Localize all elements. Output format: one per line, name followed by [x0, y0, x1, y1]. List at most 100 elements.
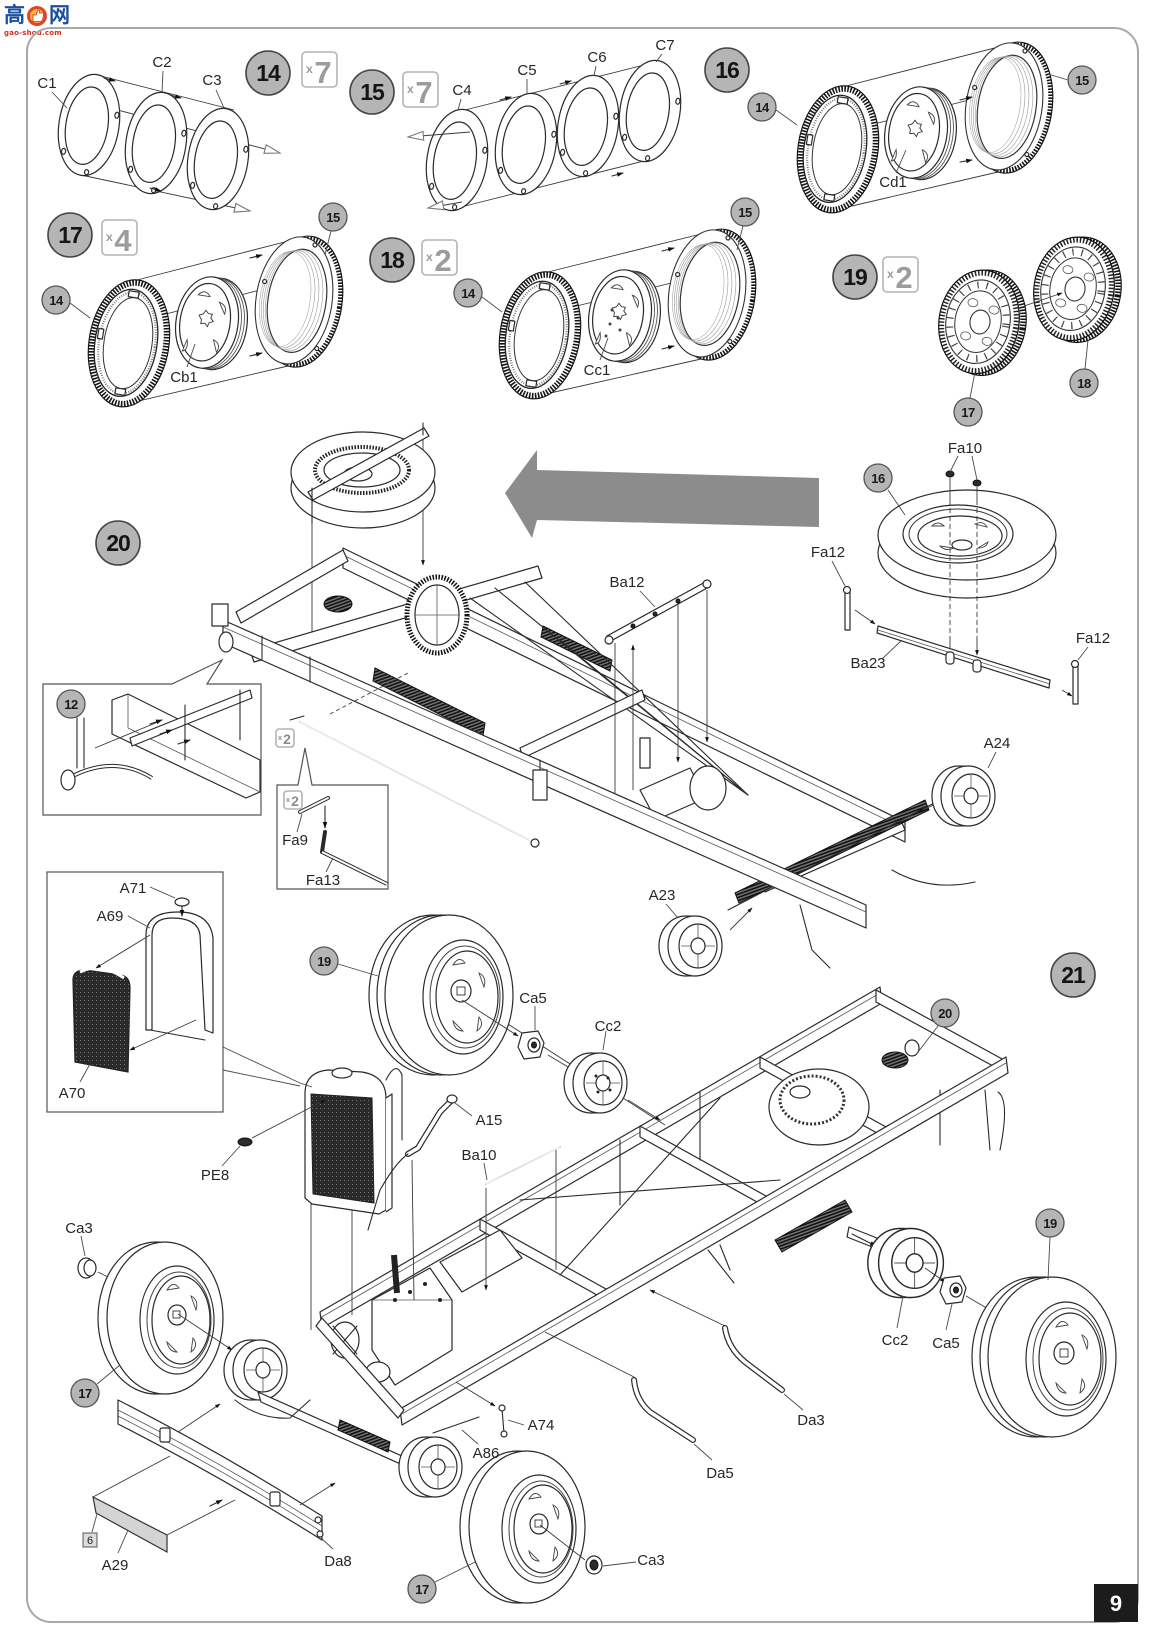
callout-14: 14: [453, 278, 483, 308]
subassembly-18: [1026, 230, 1129, 348]
subassembly-17: [459, 1450, 586, 1604]
part-label-a86: A86: [473, 1445, 500, 1462]
part-label-fa12: Fa12: [811, 544, 845, 561]
svg-text:19: 19: [317, 954, 331, 969]
bolt-fa10: [945, 470, 982, 659]
step-badge-16: 16: [704, 47, 750, 93]
watermark-char-right: 网: [49, 3, 70, 27]
subassembly-14: [788, 80, 887, 219]
step-15-diagram: C4 C5 C6 C7: [408, 37, 689, 216]
step-number: 20: [106, 530, 130, 556]
watermark-logo: 高 网 gao-shou.com: [4, 2, 74, 40]
part-a23: [658, 915, 723, 977]
callout-19: 19: [1035, 1208, 1065, 1238]
part-label-da3: Da3: [797, 1412, 825, 1429]
part-c4: [418, 104, 496, 216]
bolt-fa12: [842, 585, 1080, 705]
part-cb1: [168, 271, 255, 375]
part-label-cd1: Cd1: [879, 174, 907, 191]
bolt-hole-pattern: [604, 308, 622, 338]
svg-text:x: x: [278, 735, 282, 742]
leaf-spring: [540, 625, 613, 672]
watermark-url: gao-shou.com: [4, 29, 62, 37]
part-cc2: [867, 1227, 945, 1299]
leaf-spring: [337, 1419, 391, 1453]
part-label-fa10: Fa10: [948, 440, 982, 457]
svg-text:15: 15: [738, 205, 752, 220]
part-pe8: [237, 1137, 253, 1147]
part-label-da8: Da8: [324, 1553, 352, 1570]
subassembly-19: [368, 914, 514, 1076]
step-20-diagram: 12 x 2 x 2 Fa10 Fa12 Fa12 Ba23 Ba12 A24 …: [42, 422, 1110, 977]
part-label-ca3: Ca3: [637, 1552, 665, 1569]
step-badge-18: 18: [369, 237, 415, 283]
part-a70: [72, 969, 131, 1073]
part-label-c5: C5: [517, 62, 536, 79]
callout-15: 15: [730, 197, 760, 227]
part-label-fa12: Fa12: [1076, 630, 1110, 647]
part-label-a70: A70: [59, 1085, 86, 1102]
part-label-c3: C3: [202, 72, 221, 89]
svg-text:2: 2: [283, 731, 291, 747]
part-label-a69: A69: [97, 908, 124, 925]
subassembly-15: [246, 229, 352, 373]
part-da8: [117, 1399, 324, 1541]
svg-text:x: x: [407, 82, 414, 96]
part-c1: [50, 69, 128, 181]
part-label-a71: A71: [120, 880, 147, 897]
quantity-badge-14: x 7: [301, 51, 338, 90]
part-label-c2: C2: [152, 54, 171, 71]
step-21-diagram: A71 A69 A70: [46, 871, 1117, 1604]
svg-text:x: x: [286, 797, 290, 804]
leaf-spring: [734, 799, 930, 904]
part-label-ba23: Ba23: [850, 655, 885, 672]
step-16-diagram: 14 15 Cd1: [747, 35, 1097, 219]
step-number: 18: [380, 247, 405, 273]
part-label-c4: C4: [452, 82, 471, 99]
callout-17: 17: [953, 397, 983, 427]
svg-text:19: 19: [1043, 1216, 1057, 1231]
detail-inset-tie-rod: x 2: [276, 747, 389, 890]
step-number: 16: [715, 57, 739, 83]
step-number: 14: [256, 60, 281, 86]
part-c7: [611, 55, 689, 167]
part-a86: [432, 1416, 480, 1434]
large-direction-arrow: [505, 450, 819, 538]
svg-text:17: 17: [961, 405, 975, 420]
step-number: 15: [360, 79, 385, 105]
chassis-frame: [315, 986, 1009, 1426]
part-a15: [367, 1094, 458, 1301]
step-badge-21: 21: [1050, 952, 1096, 998]
step-number: 17: [58, 222, 82, 248]
callout-19: 19: [309, 946, 339, 976]
leaf-spring: [774, 1199, 853, 1253]
front-brake-drum: [223, 1339, 288, 1401]
subassembly-15: [659, 222, 765, 366]
svg-text:x: x: [426, 250, 433, 264]
svg-text:2: 2: [291, 793, 299, 809]
callout-20: 20: [930, 998, 960, 1028]
part-label-ca5: Ca5: [932, 1335, 960, 1352]
part-a24: [931, 765, 996, 827]
svg-text:6: 6: [87, 1535, 93, 1547]
part-c3: [179, 103, 257, 215]
svg-text:2: 2: [434, 243, 451, 278]
svg-text:2: 2: [895, 260, 912, 295]
part-c2: [117, 87, 195, 199]
svg-text:x: x: [887, 267, 894, 281]
part-ba10: [484, 1146, 561, 1291]
svg-text:7: 7: [314, 55, 331, 90]
svg-text:x: x: [306, 62, 313, 76]
part-label-cc2: Cc2: [595, 1018, 622, 1035]
step-badge-15: 15: [349, 69, 395, 115]
front-brake-drum: [398, 1436, 463, 1498]
thumbs-up-icon: [26, 3, 48, 27]
part-a71: [174, 897, 190, 907]
subassembly-17: [97, 1241, 224, 1395]
part-label-a24: A24: [984, 735, 1011, 752]
step-badge-17: 17: [47, 212, 93, 258]
svg-text:15: 15: [1075, 73, 1089, 88]
step-badge-19: 19: [832, 254, 878, 300]
callout-18: 18: [1069, 368, 1099, 398]
